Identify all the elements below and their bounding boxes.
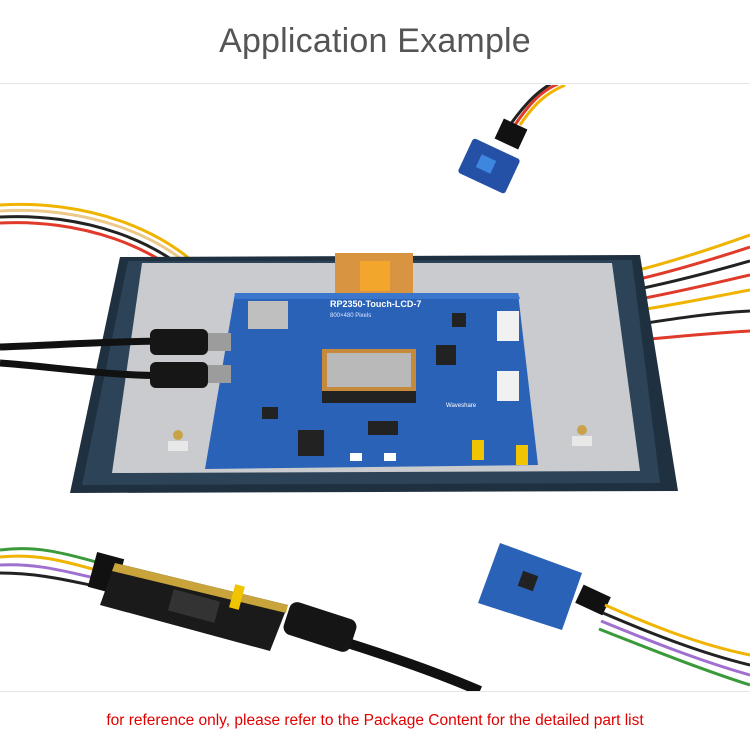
usb-port-1	[205, 333, 231, 351]
page-header: Application Example	[0, 0, 750, 84]
logo-text: Waveshare	[446, 403, 477, 409]
mcu-chip	[298, 430, 324, 456]
page-footer: for reference only, please refer to the …	[0, 691, 750, 750]
usb-uart-board	[0, 547, 482, 691]
page-title: Application Example	[219, 22, 531, 60]
header-connector-2	[497, 371, 519, 401]
microsd-slot	[248, 301, 288, 329]
application-illustration: RP2350-Touch-LCD-7 800×480 Pixels Wavesh…	[0, 85, 750, 691]
board-sublabel: 800×480 Pixels	[330, 313, 371, 319]
usb-cables-left	[0, 329, 208, 388]
board-label: RP2350-Touch-LCD-7	[330, 299, 421, 309]
usb-port-2	[205, 365, 231, 383]
header-connector-1	[497, 311, 519, 341]
jumper-2	[516, 445, 528, 465]
sensor-module-top	[458, 85, 566, 194]
sensor-module-bottom	[478, 543, 750, 687]
reference-note: for reference only, please refer to the …	[106, 712, 644, 729]
product-photo: RP2350-Touch-LCD-7 800×480 Pixels Wavesh…	[0, 85, 750, 691]
jumper-1	[472, 440, 484, 460]
rp2350-board: RP2350-Touch-LCD-7 800×480 Pixels Wavesh…	[205, 293, 538, 469]
